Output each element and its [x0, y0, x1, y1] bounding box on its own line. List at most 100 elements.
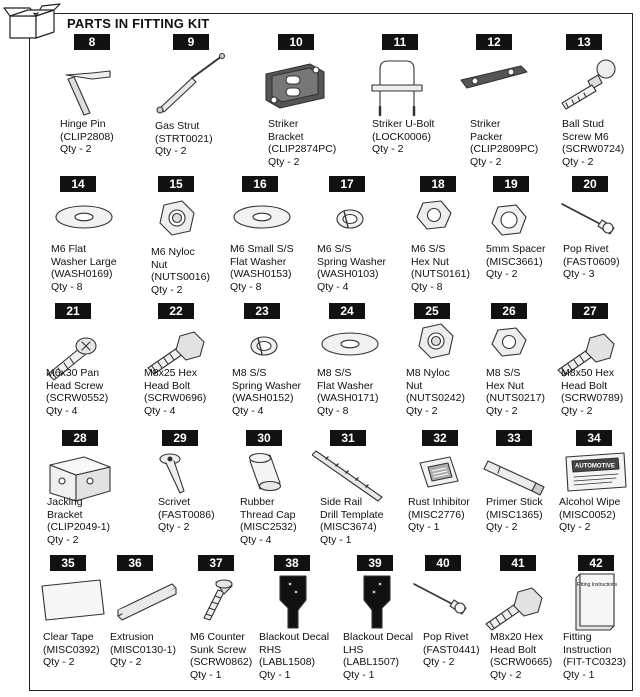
part-quantity: Qty - 4: [240, 533, 272, 546]
flat-washer-icon: [233, 205, 291, 229]
pan-head-screw-icon: [47, 337, 97, 381]
part-label-line: Pop Rivet: [563, 243, 609, 255]
hex-nut-icon: [491, 327, 527, 357]
part-quantity: Qty - 2: [490, 668, 522, 681]
part-label-line: M8x25 Hex: [144, 367, 198, 379]
part-label-line: (LABL1507): [343, 656, 400, 668]
part-label-line: (WASH0169): [51, 268, 113, 280]
part-number: 29: [162, 430, 198, 446]
part-label-line: (CLIP2808): [60, 130, 114, 143]
part-label-line: (MISC2532): [240, 521, 297, 533]
part-label-line: (SCRW0724): [562, 143, 625, 155]
part-label-line: (WASH0152): [232, 392, 294, 404]
part-label-line: (FIT-TC0323): [563, 656, 627, 668]
part-label-line: (CLIP2874PC): [268, 143, 337, 155]
part-quantity: Qty - 2: [60, 143, 92, 155]
part-number: 41: [500, 555, 536, 571]
part-number: 26: [491, 303, 527, 319]
drill-template-icon: [312, 450, 383, 502]
part-label: Hinge Pin(CLIP2808)Qty - 2: [60, 118, 114, 156]
box-icon: [3, 3, 61, 39]
part-quantity: Qty - 2: [268, 155, 300, 168]
part-number: 13: [566, 34, 602, 50]
part-label-line: RHS: [259, 643, 282, 656]
part-label-line: (NUTS0217): [486, 392, 545, 404]
hex-bolt-icon: [485, 587, 543, 631]
part-label-line: Head Bolt: [490, 643, 537, 656]
part-number: 27: [572, 303, 608, 319]
part-label-line: M6 Counter: [190, 631, 245, 643]
part-label: Extrusion(MISC0130-1)Qty - 2: [110, 631, 176, 669]
part-number: 31: [330, 430, 366, 446]
part-label-line: Striker: [268, 118, 299, 130]
decal-rhs-icon: [279, 575, 307, 629]
part-number: 34: [576, 430, 612, 446]
part-label-line: (SCRW0552): [46, 392, 109, 404]
package-label: Fitting Instructions: [577, 582, 618, 588]
part-label-line: (MISC3674): [320, 521, 377, 533]
part-label-line: Head Screw: [46, 379, 104, 392]
part-number: 11: [382, 34, 418, 50]
part-quantity: Qty - 1: [190, 668, 222, 681]
part-label-line: Pop Rivet: [423, 631, 469, 643]
part-label-line: M6x30 Pan: [46, 367, 100, 379]
part-label-line: Rubber: [240, 496, 275, 508]
part-label-line: M6 Flat: [51, 243, 87, 255]
part-number: 20: [572, 176, 608, 192]
part-label-line: Washer Large: [51, 255, 117, 268]
part-number: 35: [50, 555, 86, 571]
part-label-line: Scrivet: [158, 496, 191, 508]
part-label-line: M8x50 Hex: [561, 367, 615, 379]
part-quantity: Qty - 2: [423, 656, 455, 668]
part-label-line: (MISC0130-1): [110, 643, 176, 656]
part-label: Alcohol Wipe(MISC0052)Qty - 2: [559, 496, 620, 534]
part-quantity: Qty - 1: [563, 668, 595, 681]
part-number: 8: [74, 34, 110, 50]
part-quantity: Qty - 4: [232, 404, 264, 417]
part-label-line: (FAST0086): [158, 508, 215, 521]
part-label-line: Head Bolt: [561, 379, 608, 392]
part-number: 15: [158, 176, 194, 192]
part-label-line: Alcohol Wipe: [559, 496, 621, 508]
part-number: 18: [420, 176, 456, 192]
part-number: 22: [158, 303, 194, 319]
part-label-line: Bracket: [268, 130, 304, 143]
part-label-line: (WASH0153): [230, 268, 292, 280]
part-label-line: LHS: [343, 643, 364, 656]
part-label-line: (WASH0171): [317, 392, 379, 404]
part-label-line: (SCRW0696): [144, 392, 207, 404]
part-quantity: Qty - 2: [47, 533, 79, 546]
clear-tape-icon: [41, 579, 105, 621]
part-label-line: Extrusion: [110, 631, 154, 643]
part-label-line: Sunk Screw: [190, 643, 247, 656]
part-number: 32: [422, 430, 458, 446]
part-label-line: (SCRW0665): [490, 656, 553, 668]
part-quantity: Qty - 2: [470, 155, 502, 168]
scrivet-icon: [159, 453, 185, 494]
part-quantity: Qty - 2: [406, 404, 438, 417]
part-label-line: (MISC0392): [43, 643, 100, 656]
part-quantity: Qty - 4: [144, 404, 176, 417]
part-quantity: Qty - 1: [343, 668, 375, 681]
part-number: 10: [278, 34, 314, 50]
part-label-line: 5mm Spacer: [486, 243, 546, 255]
pop-rivet-icon: [561, 203, 615, 235]
part-label-line: Hex Nut: [411, 255, 449, 268]
decal-lhs-icon: [363, 575, 391, 629]
part-label-line: Drill Template: [320, 508, 384, 521]
part-number: 42: [578, 555, 614, 571]
flat-washer-icon: [321, 332, 379, 356]
gas-strut-icon: [156, 52, 226, 114]
part-label-line: Nut: [406, 379, 423, 392]
part-quantity: Qty - 4: [46, 404, 78, 417]
